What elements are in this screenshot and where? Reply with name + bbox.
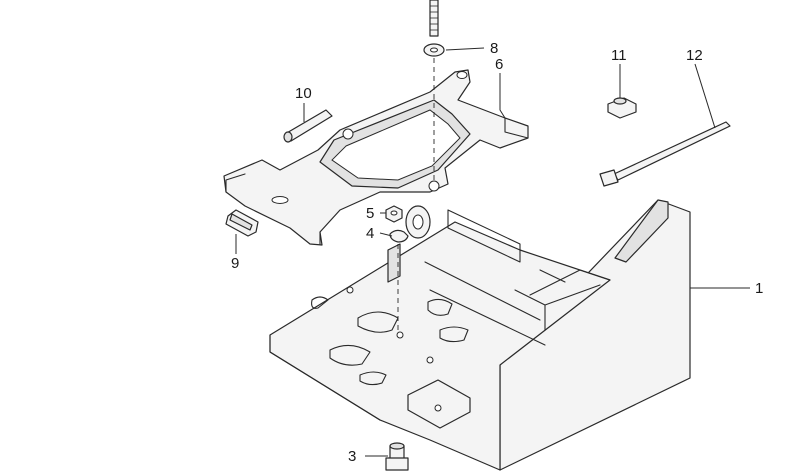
callout-9: 9 <box>231 255 239 272</box>
part-hold-down-frame <box>223 69 529 246</box>
part-washer <box>423 43 445 57</box>
part-bottom-pin <box>385 442 409 471</box>
callout-10: 10 <box>295 85 312 102</box>
callout-4: 4 <box>366 225 374 242</box>
part-push-clip <box>607 97 637 119</box>
part-cable-tie <box>599 121 731 187</box>
callout-12: 12 <box>686 47 703 64</box>
part-clip <box>389 229 409 243</box>
callout-1: 1 <box>755 280 763 297</box>
part-rod <box>283 109 333 143</box>
callout-5: 5 <box>366 205 374 222</box>
part-nut <box>385 205 403 223</box>
callout-6: 6 <box>495 56 503 73</box>
callout-11: 11 <box>611 47 627 64</box>
leader-lines <box>235 47 750 457</box>
part-threaded-stud <box>429 0 439 182</box>
callout-labels: 1 3 4 5 6 8 9 10 11 12 <box>231 40 763 465</box>
part-rubber-buffer <box>225 209 259 237</box>
part-battery-tray <box>269 199 691 471</box>
callout-3: 3 <box>348 448 356 465</box>
callout-8: 8 <box>490 40 498 57</box>
